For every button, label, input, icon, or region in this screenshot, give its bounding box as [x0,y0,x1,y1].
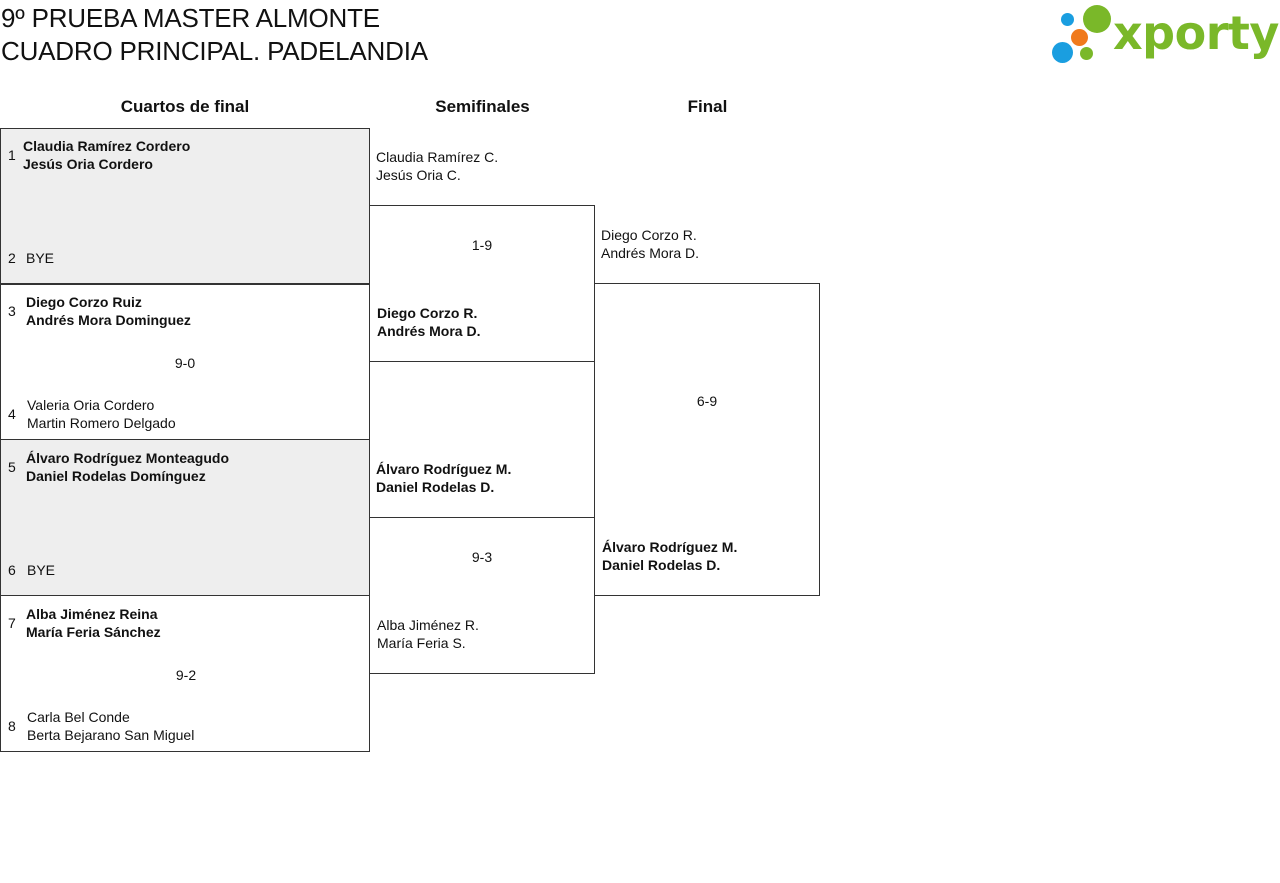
title-line-2: CUADRO PRINCIPAL. PADELANDIA [1,36,428,66]
quarterfinal-match-1: 1 Claudia Ramírez Cordero Jesús Oria Cor… [0,128,370,285]
logo-dot-green-small [1080,47,1093,60]
logo-dot-orange [1071,29,1088,46]
team-names: Claudia Ramírez Cordero Jesús Oria Corde… [23,137,190,173]
round-label-final: Final [687,97,728,116]
page-title: 9º PRUEBA MASTER ALMONTE CUADRO PRINCIPA… [1,2,428,68]
player-name: Andrés Mora Dominguez [26,312,191,328]
player-name: Jesús Oria Cordero [23,156,153,172]
seed-number: 1 [8,147,16,163]
team-names: Álvaro Rodríguez Monteagudo Daniel Rodel… [26,449,229,485]
player-name: Diego Corzo Ruiz [26,294,142,310]
player-name: Daniel Rodelas D. [602,557,721,573]
quarterfinal-match-2: 3 Diego Corzo Ruiz Andrés Mora Dominguez… [0,283,370,440]
player-name: Álvaro Rodríguez M. [376,461,512,477]
player-name: Diego Corzo R. [601,227,697,243]
match-score: 1-9 [471,237,493,253]
seed-number: 5 [8,459,16,475]
team-names: Diego Corzo Ruiz Andrés Mora Dominguez [26,293,191,329]
seed-number: 2 [8,250,16,266]
player-name: María Feria Sánchez [26,624,161,640]
logo-dot-blue-large [1052,42,1073,63]
team-names: Valeria Oria Cordero Martin Romero Delga… [27,396,176,432]
match-score: 9-2 [175,667,197,683]
title-line-1: 9º PRUEBA MASTER ALMONTE [1,3,380,33]
semifinal-match-2: 9-3 Alba Jiménez R. María Feria S. [369,517,595,674]
xporty-logo: xporty [1050,4,1279,66]
final-match: 6-9 Álvaro Rodríguez M. Daniel Rodelas D… [594,283,820,596]
logo-dot-blue [1061,13,1074,26]
match-score: 9-3 [471,549,493,565]
final-team-bottom: Álvaro Rodríguez M. Daniel Rodelas D. [602,538,737,574]
player-name: BYE [26,250,55,266]
semifinal-1-team-bottom: Diego Corzo R. Andrés Mora D. [377,304,480,340]
player-name: Diego Corzo R. [377,305,478,321]
player-name: Andrés Mora D. [377,323,481,339]
semifinal-2-team-top: Álvaro Rodríguez M. Daniel Rodelas D. [376,460,511,496]
player-name: Daniel Rodelas Domínguez [26,468,206,484]
player-name: Daniel Rodelas D. [376,479,495,495]
team-names: Alba Jiménez Reina María Feria Sánchez [26,605,161,641]
seed-number: 6 [8,562,16,578]
semifinal-match-1: 1-9 Diego Corzo R. Andrés Mora D. [369,205,595,362]
seed-number: 3 [8,303,16,319]
team-names: Carla Bel Conde Berta Bejarano San Migue… [27,708,194,744]
team-names: BYE [26,249,54,267]
player-name: Jesús Oria C. [376,167,461,183]
player-name: Carla Bel Conde [27,709,130,725]
player-name: Andrés Mora D. [601,245,700,261]
final-team-top: Diego Corzo R. Andrés Mora D. [601,226,699,262]
player-name: Claudia Ramírez C. [376,149,499,165]
seed-number: 8 [8,718,16,734]
player-name: Berta Bejarano San Miguel [27,727,195,743]
player-name: Alba Jiménez Reina [26,606,158,622]
seed-number: 7 [8,615,16,631]
quarterfinal-match-4: 7 Alba Jiménez Reina María Feria Sánchez… [0,595,370,752]
round-label-quarterfinals: Cuartos de final [120,97,250,116]
player-name: Álvaro Rodríguez M. [602,539,738,555]
player-name: Martin Romero Delgado [27,415,176,431]
semifinal-2-team-bottom: Alba Jiménez R. María Feria S. [377,616,479,652]
player-name: María Feria S. [377,635,466,651]
logo-dot-green-large [1083,5,1111,33]
player-name: BYE [27,562,56,578]
player-name: Valeria Oria Cordero [27,397,155,413]
match-score: 6-9 [696,393,718,409]
player-name: Claudia Ramírez Cordero [23,138,191,154]
player-name: Álvaro Rodríguez Monteagudo [26,450,229,466]
match-score: 9-0 [174,355,196,371]
team-names: BYE [27,561,55,579]
quarterfinal-match-3: 5 Álvaro Rodríguez Monteagudo Daniel Rod… [0,439,370,596]
round-label-semifinals: Semifinales [435,97,530,116]
seed-number: 4 [8,406,16,422]
logo-wordmark: xporty [1113,6,1279,60]
semifinal-1-team-top: Claudia Ramírez C. Jesús Oria C. [376,148,498,184]
player-name: Alba Jiménez R. [377,617,479,633]
